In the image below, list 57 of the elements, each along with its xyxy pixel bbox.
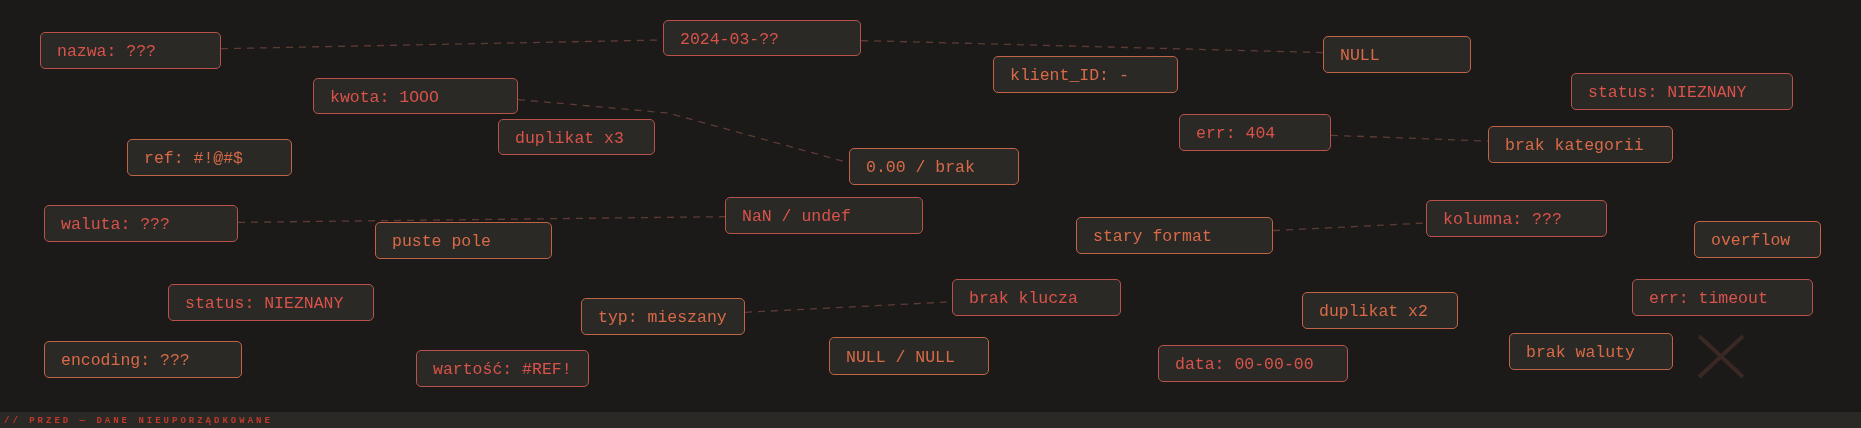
data-tag-box (498, 119, 655, 155)
data-tag-box (1179, 114, 1331, 151)
data-tag-box (993, 56, 1178, 93)
tag-text: waluta: ??? (61, 215, 170, 234)
tag-text: stary format (1093, 227, 1212, 246)
data-tag-box (416, 350, 589, 387)
tag-text: 0.00 / brak (866, 158, 975, 177)
data-tag-box (1632, 279, 1813, 316)
dashed-connector (860, 39, 1324, 54)
data-tag-box (849, 148, 1019, 185)
data-tag-box (127, 139, 292, 176)
data-tag-box (1694, 221, 1821, 258)
tag-text: typ: mieszany (598, 308, 727, 327)
data-tag-box (313, 78, 518, 114)
tag-text: brak kategorii (1505, 136, 1644, 155)
tag-text: nazwa: ??? (57, 42, 157, 61)
data-tag-box (1302, 292, 1458, 329)
data-tag-box (375, 222, 552, 259)
data-tag-box (581, 298, 745, 335)
data-tag-box (725, 197, 923, 234)
tag-text: brak klucza (969, 289, 1078, 308)
tag-text: err: 404 (1196, 124, 1276, 143)
tag-text: encoding: ??? (61, 351, 190, 370)
tag-text: status: NIEZNANY (185, 294, 344, 313)
data-tag-box (829, 337, 989, 375)
tag-text: NaN / undef (742, 207, 851, 226)
data-tag-box (1426, 200, 1607, 237)
data-tag-box (663, 20, 861, 56)
dashed-connector (237, 216, 726, 223)
tag-text: status: NIEZNANY (1588, 83, 1747, 102)
data-tag-box (44, 205, 238, 242)
tag-text: ref: #!@#$ (144, 149, 244, 168)
data-tag-box (1488, 126, 1673, 163)
tag-text: data: 00-00-00 (1175, 355, 1314, 374)
data-tag-box (952, 279, 1121, 316)
tag-text: overflow (1711, 231, 1791, 250)
tag-text: duplikat x2 (1319, 302, 1428, 321)
data-tag-box (44, 341, 242, 378)
data-tag-box (168, 284, 374, 321)
tag-text: klient_ID: - (1010, 66, 1129, 85)
data-tag-box (1323, 36, 1471, 73)
tag-text: brak waluty (1526, 343, 1635, 362)
tag-text: kolumna: ??? (1443, 210, 1562, 229)
data-tag-box (1158, 345, 1348, 382)
tag-text: NULL / NULL (846, 347, 955, 367)
tag-text: NULL (1340, 46, 1380, 65)
tag-text: puste pole (392, 232, 492, 251)
tag-text: duplikat x3 (515, 128, 624, 148)
data-tag-box (1076, 217, 1273, 254)
tag-text: err: timeout (1649, 289, 1768, 308)
data-tag-box (1571, 73, 1793, 110)
caption-text: // PRZED — DANE NIEUPORZĄDKOWANE (4, 416, 273, 426)
tag-text: 2024-03-?? (680, 29, 780, 49)
data-tag-box (40, 32, 221, 69)
tag-text: kwota: 1OOO (330, 87, 439, 107)
data-tag-box (1509, 333, 1673, 370)
tag-text: wartość: #REF! (433, 360, 572, 379)
